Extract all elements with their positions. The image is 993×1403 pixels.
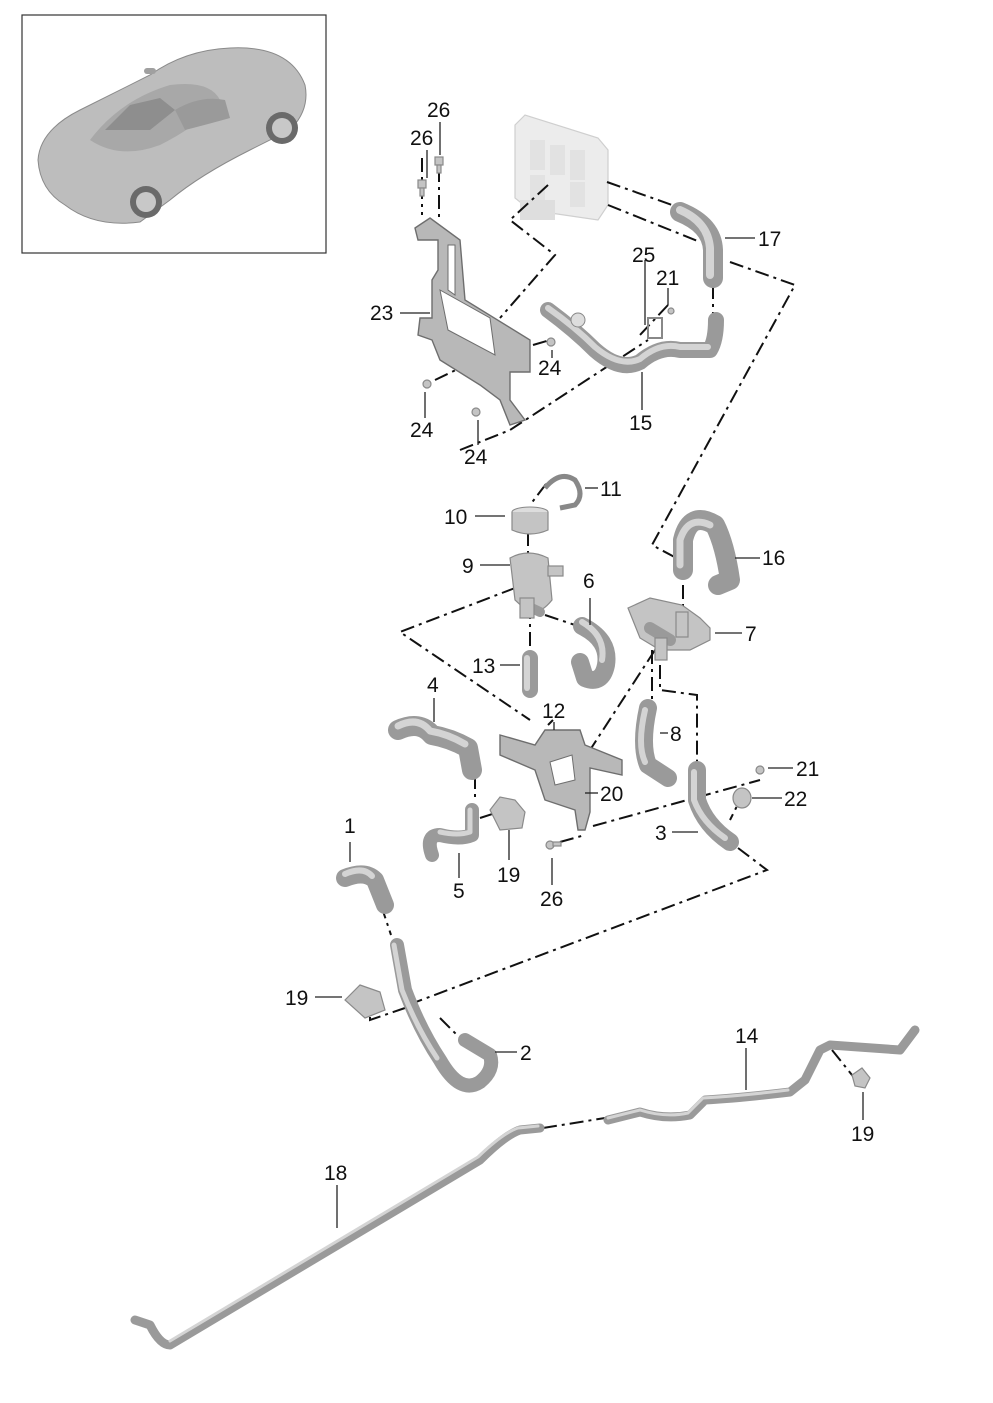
callout-10[interactable]: 10: [444, 506, 467, 529]
pipe-14: [603, 1025, 920, 1125]
pump-9: [509, 552, 564, 619]
bracket-23: [414, 217, 531, 426]
callout-5[interactable]: 5: [453, 880, 465, 903]
hose-4: [388, 716, 482, 780]
callout-26[interactable]: 26: [410, 127, 433, 150]
callout-23[interactable]: 23: [370, 302, 393, 325]
screw-icon: [667, 307, 675, 315]
callout-19[interactable]: 19: [497, 864, 520, 887]
bolt-icon: [545, 840, 562, 850]
hose-16: [673, 510, 740, 595]
clip-19: [489, 796, 526, 831]
car-icon: [37, 47, 307, 224]
callout-22[interactable]: 22: [784, 788, 807, 811]
clip-11: [543, 473, 583, 511]
callout-24[interactable]: 24: [538, 357, 562, 380]
hose-5: [422, 803, 479, 862]
callout-1[interactable]: 1: [344, 815, 356, 838]
pipe-2: [390, 938, 499, 1093]
bolt-icon: [417, 179, 427, 197]
bolt-icon: [434, 156, 444, 174]
callout-26[interactable]: 26: [540, 888, 563, 911]
callout-18[interactable]: 18: [324, 1162, 347, 1185]
callouts: 26 26 23 24 24 24 25 21 15 17 11 10 9 6 …: [285, 99, 874, 1185]
callout-7[interactable]: 7: [745, 623, 757, 646]
callout-24[interactable]: 24: [410, 419, 434, 442]
screw-icon: [471, 407, 481, 417]
connector-lines: [369, 158, 857, 1129]
callout-12[interactable]: 12: [542, 700, 565, 723]
callout-3[interactable]: 3: [655, 822, 667, 845]
callout-26[interactable]: 26: [427, 99, 450, 122]
callout-14[interactable]: 14: [735, 1025, 759, 1048]
callout-24[interactable]: 24: [464, 446, 488, 469]
screw-icon: [546, 337, 556, 347]
callout-20[interactable]: 20: [600, 783, 623, 806]
control-module-ghost: [514, 114, 609, 221]
callout-11[interactable]: 11: [600, 478, 622, 501]
callout-21[interactable]: 21: [796, 758, 819, 781]
ring-10: [511, 506, 549, 535]
callout-25[interactable]: 25: [632, 244, 655, 267]
screw-icon: [422, 379, 432, 389]
hose-17: [670, 202, 723, 288]
callout-8[interactable]: 8: [670, 723, 682, 746]
callout-19[interactable]: 19: [851, 1123, 874, 1146]
callout-19[interactable]: 19: [285, 987, 308, 1010]
clip-19-right: [851, 1067, 871, 1089]
callout-15[interactable]: 15: [629, 412, 652, 435]
callout-9[interactable]: 9: [462, 555, 474, 578]
bracket-20: [499, 729, 623, 831]
leader-lines: [315, 122, 864, 1228]
vehicle-thumbnail: [21, 14, 327, 254]
clip-19-left: [344, 984, 386, 1019]
pipe-15: [540, 302, 724, 373]
hose-6: [571, 617, 616, 689]
pipe-18: [130, 1123, 545, 1350]
callout-17[interactable]: 17: [758, 228, 781, 251]
clamp-22: [732, 787, 752, 809]
callout-6[interactable]: 6: [583, 570, 595, 593]
hose-13: [522, 650, 538, 698]
valve-7: [627, 597, 711, 661]
screw-icon: [755, 765, 765, 775]
callout-16[interactable]: 16: [762, 547, 785, 570]
callout-13[interactable]: 13: [472, 655, 495, 678]
callout-2[interactable]: 2: [520, 1042, 532, 1065]
hose-3: [688, 761, 739, 851]
callout-21[interactable]: 21: [656, 267, 679, 290]
hose-8: [635, 699, 677, 787]
hose-1: [336, 865, 394, 914]
callout-4[interactable]: 4: [427, 674, 439, 697]
